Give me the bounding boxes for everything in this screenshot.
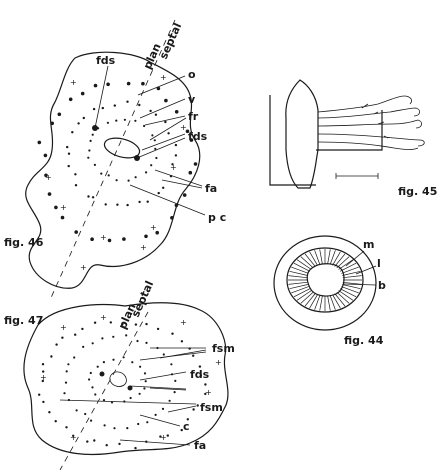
fig45-caption: fig. 45: [398, 185, 437, 198]
fig47-label-fds: fds: [190, 368, 210, 381]
fig47-caption: fig. 47: [4, 314, 43, 327]
fig46-plane-label-septal: septal: [157, 21, 184, 61]
svg-text:+: +: [45, 173, 52, 182]
fig44-label-b: b: [378, 279, 386, 292]
fig47-label-fsm-bottom: fsm: [200, 401, 223, 414]
fig45-body: [286, 80, 318, 188]
fig47-label-c: c: [183, 420, 190, 433]
fig44-label-l: l: [377, 257, 381, 270]
figure-47: ++++++++ plan septal fsm fds fsm c fa fi…: [4, 279, 235, 470]
svg-text:+: +: [100, 313, 107, 322]
svg-text:+: +: [160, 433, 167, 442]
svg-text:+: +: [70, 433, 77, 442]
svg-text:+: +: [205, 388, 212, 397]
fig46-label-fds-top: fds: [96, 54, 116, 67]
svg-text:+: +: [40, 373, 47, 382]
svg-text:+: +: [170, 163, 177, 172]
fig47-label-fa: fa: [194, 439, 206, 452]
svg-text:+: +: [70, 78, 77, 87]
fig44-inner-cavity: [307, 264, 344, 296]
fig47-plane-label-septal: septal: [129, 279, 156, 319]
fig47-center: [100, 372, 133, 391]
svg-text:+: +: [60, 323, 67, 332]
figure-45: fig. 45: [270, 80, 437, 198]
fig47-label-fsm-top: fsm: [212, 342, 235, 355]
fig45-tentacles: [318, 96, 424, 150]
fig45-base: [270, 95, 382, 185]
svg-text:+: +: [160, 73, 167, 82]
fig47-septal-plane-line: [60, 312, 148, 470]
svg-text:+: +: [60, 203, 67, 212]
fig46-caption: fig. 46: [4, 236, 44, 249]
fig46-dot-pattern: + + + + + + + + + +: [38, 73, 198, 272]
fig46-label-v: v: [188, 93, 196, 106]
figure-46: ++++++++++ plan septal fds o v fr fds fa…: [4, 20, 226, 300]
svg-text:+: +: [140, 243, 147, 252]
fig46-label-fds-mid: fds: [188, 130, 208, 143]
svg-text:+: +: [100, 233, 107, 242]
fig44-radial-septa: [288, 249, 362, 311]
fig46-label-fa: fa: [205, 182, 217, 195]
fig46-label-pc: p c: [208, 211, 226, 224]
fig44-caption: fig. 44: [344, 334, 384, 347]
figure-44: m l b fig. 44: [274, 236, 386, 347]
fig46-label-fr: fr: [188, 110, 199, 123]
svg-text:+: +: [150, 223, 157, 232]
svg-text:+: +: [215, 358, 222, 367]
fig46-label-o: o: [188, 68, 196, 81]
fig44-label-m: m: [363, 238, 374, 251]
svg-text:+: +: [180, 318, 187, 327]
svg-text:+: +: [80, 263, 87, 272]
fig47-dot-pattern: + + + + + + + +: [38, 313, 222, 449]
svg-text:+: +: [180, 123, 187, 132]
